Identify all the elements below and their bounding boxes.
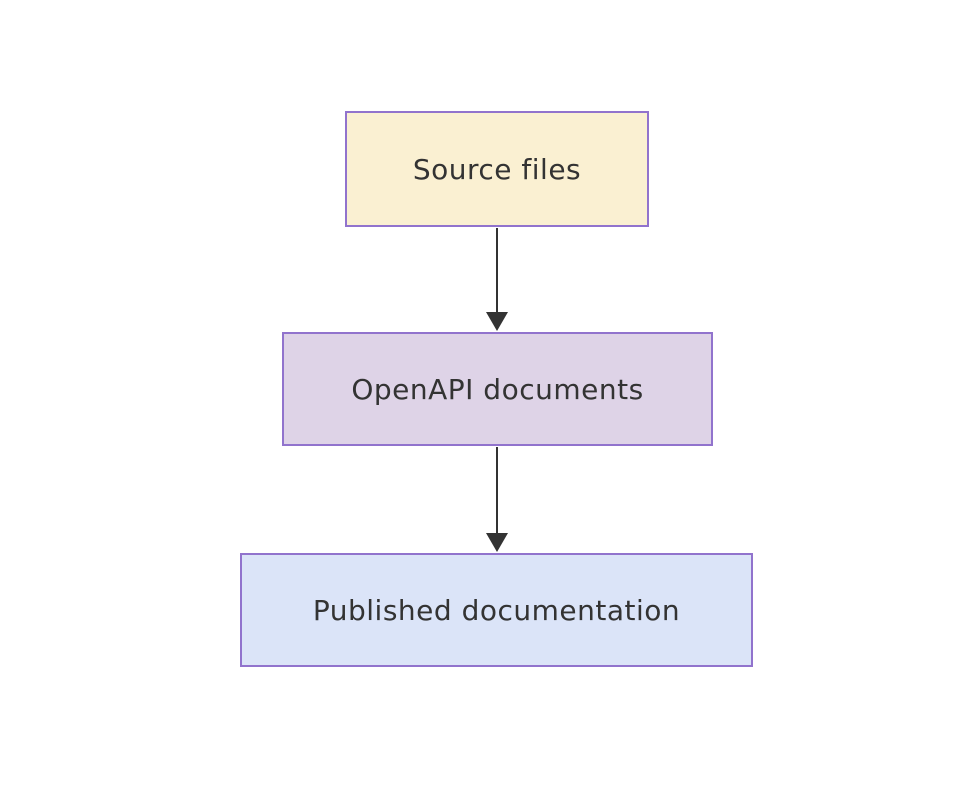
arrowhead-icon [486, 312, 508, 331]
flowchart-node-openapi-documents: OpenAPI documents [282, 332, 713, 446]
flowchart-node-published-documentation: Published documentation [240, 553, 753, 667]
arrowhead-icon [486, 533, 508, 552]
edge-arrow-source-to-openapi [486, 228, 508, 331]
node-label-published-documentation: Published documentation [312, 593, 681, 627]
edge-arrow-openapi-to-published [486, 447, 508, 552]
node-label-source-files: Source files [412, 152, 582, 186]
flowchart-node-source-files: Source files [345, 111, 649, 227]
node-label-openapi-documents: OpenAPI documents [351, 372, 644, 406]
